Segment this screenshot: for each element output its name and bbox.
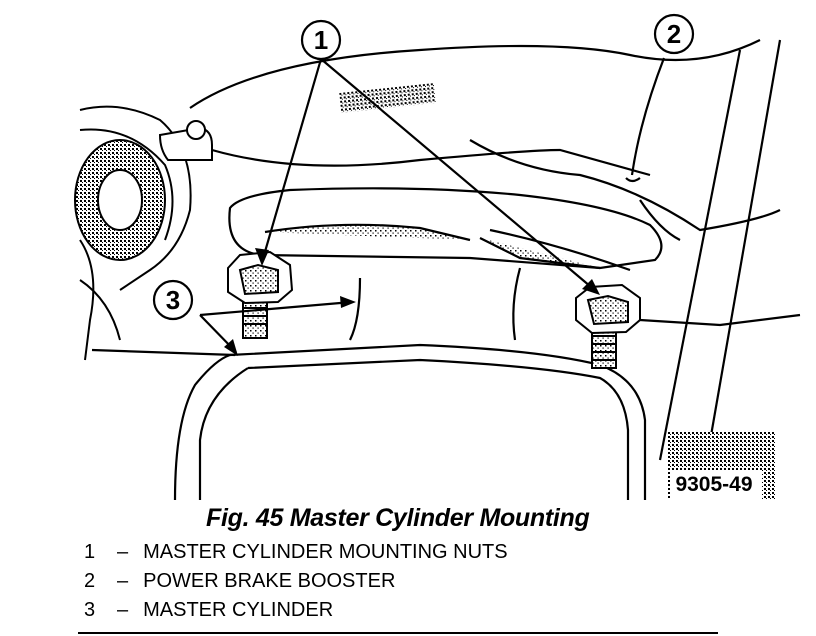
push-rod	[158, 120, 213, 161]
legend-label: MASTER CYLINDER	[143, 599, 334, 621]
power-brake-booster	[189, 39, 782, 471]
shaded-strip	[339, 83, 436, 113]
callout-circles	[152, 13, 695, 321]
legend-item: 1 – MASTER CYLINDER MOUNTING NUTS	[84, 538, 508, 567]
legend-label: POWER BRAKE BOOSTER	[143, 570, 396, 592]
line-drawing	[74, 13, 801, 502]
mounting-flange	[228, 187, 663, 272]
figure-number-box	[670, 470, 762, 500]
hub-assembly	[74, 105, 192, 361]
legend-separator: –	[117, 599, 129, 621]
legend-number: 1	[84, 541, 96, 563]
callout-label-3: 3	[165, 285, 181, 315]
callout-circle-3	[152, 279, 194, 321]
legend-item: 2 – POWER BRAKE BOOSTER	[84, 567, 508, 596]
bottom-rule	[78, 632, 718, 634]
legend-separator: –	[117, 541, 129, 563]
callout-circle-2	[653, 13, 695, 55]
mounting-nut-left	[227, 250, 294, 339]
callout-label-1: 1	[313, 25, 329, 55]
leader-lines	[199, 57, 666, 353]
legend-label: MASTER CYLINDER MOUNTING NUTS	[143, 541, 508, 563]
legend-number: 2	[84, 570, 96, 592]
mounting-nut-right	[575, 283, 641, 369]
legend-list: 1 – MASTER CYLINDER MOUNTING NUTS 2 – PO…	[84, 538, 508, 625]
arrowheads	[224, 248, 600, 356]
callout-label-2: 2	[666, 19, 682, 49]
figure-caption: Fig. 45 Master Cylinder Mounting	[206, 504, 590, 532]
figure-number: 9305-49	[675, 473, 753, 496]
legend-number: 3	[84, 599, 96, 621]
legend-item: 3 – MASTER CYLINDER	[84, 596, 508, 625]
master-cylinder-body	[91, 267, 801, 501]
legend-separator: –	[117, 570, 129, 592]
